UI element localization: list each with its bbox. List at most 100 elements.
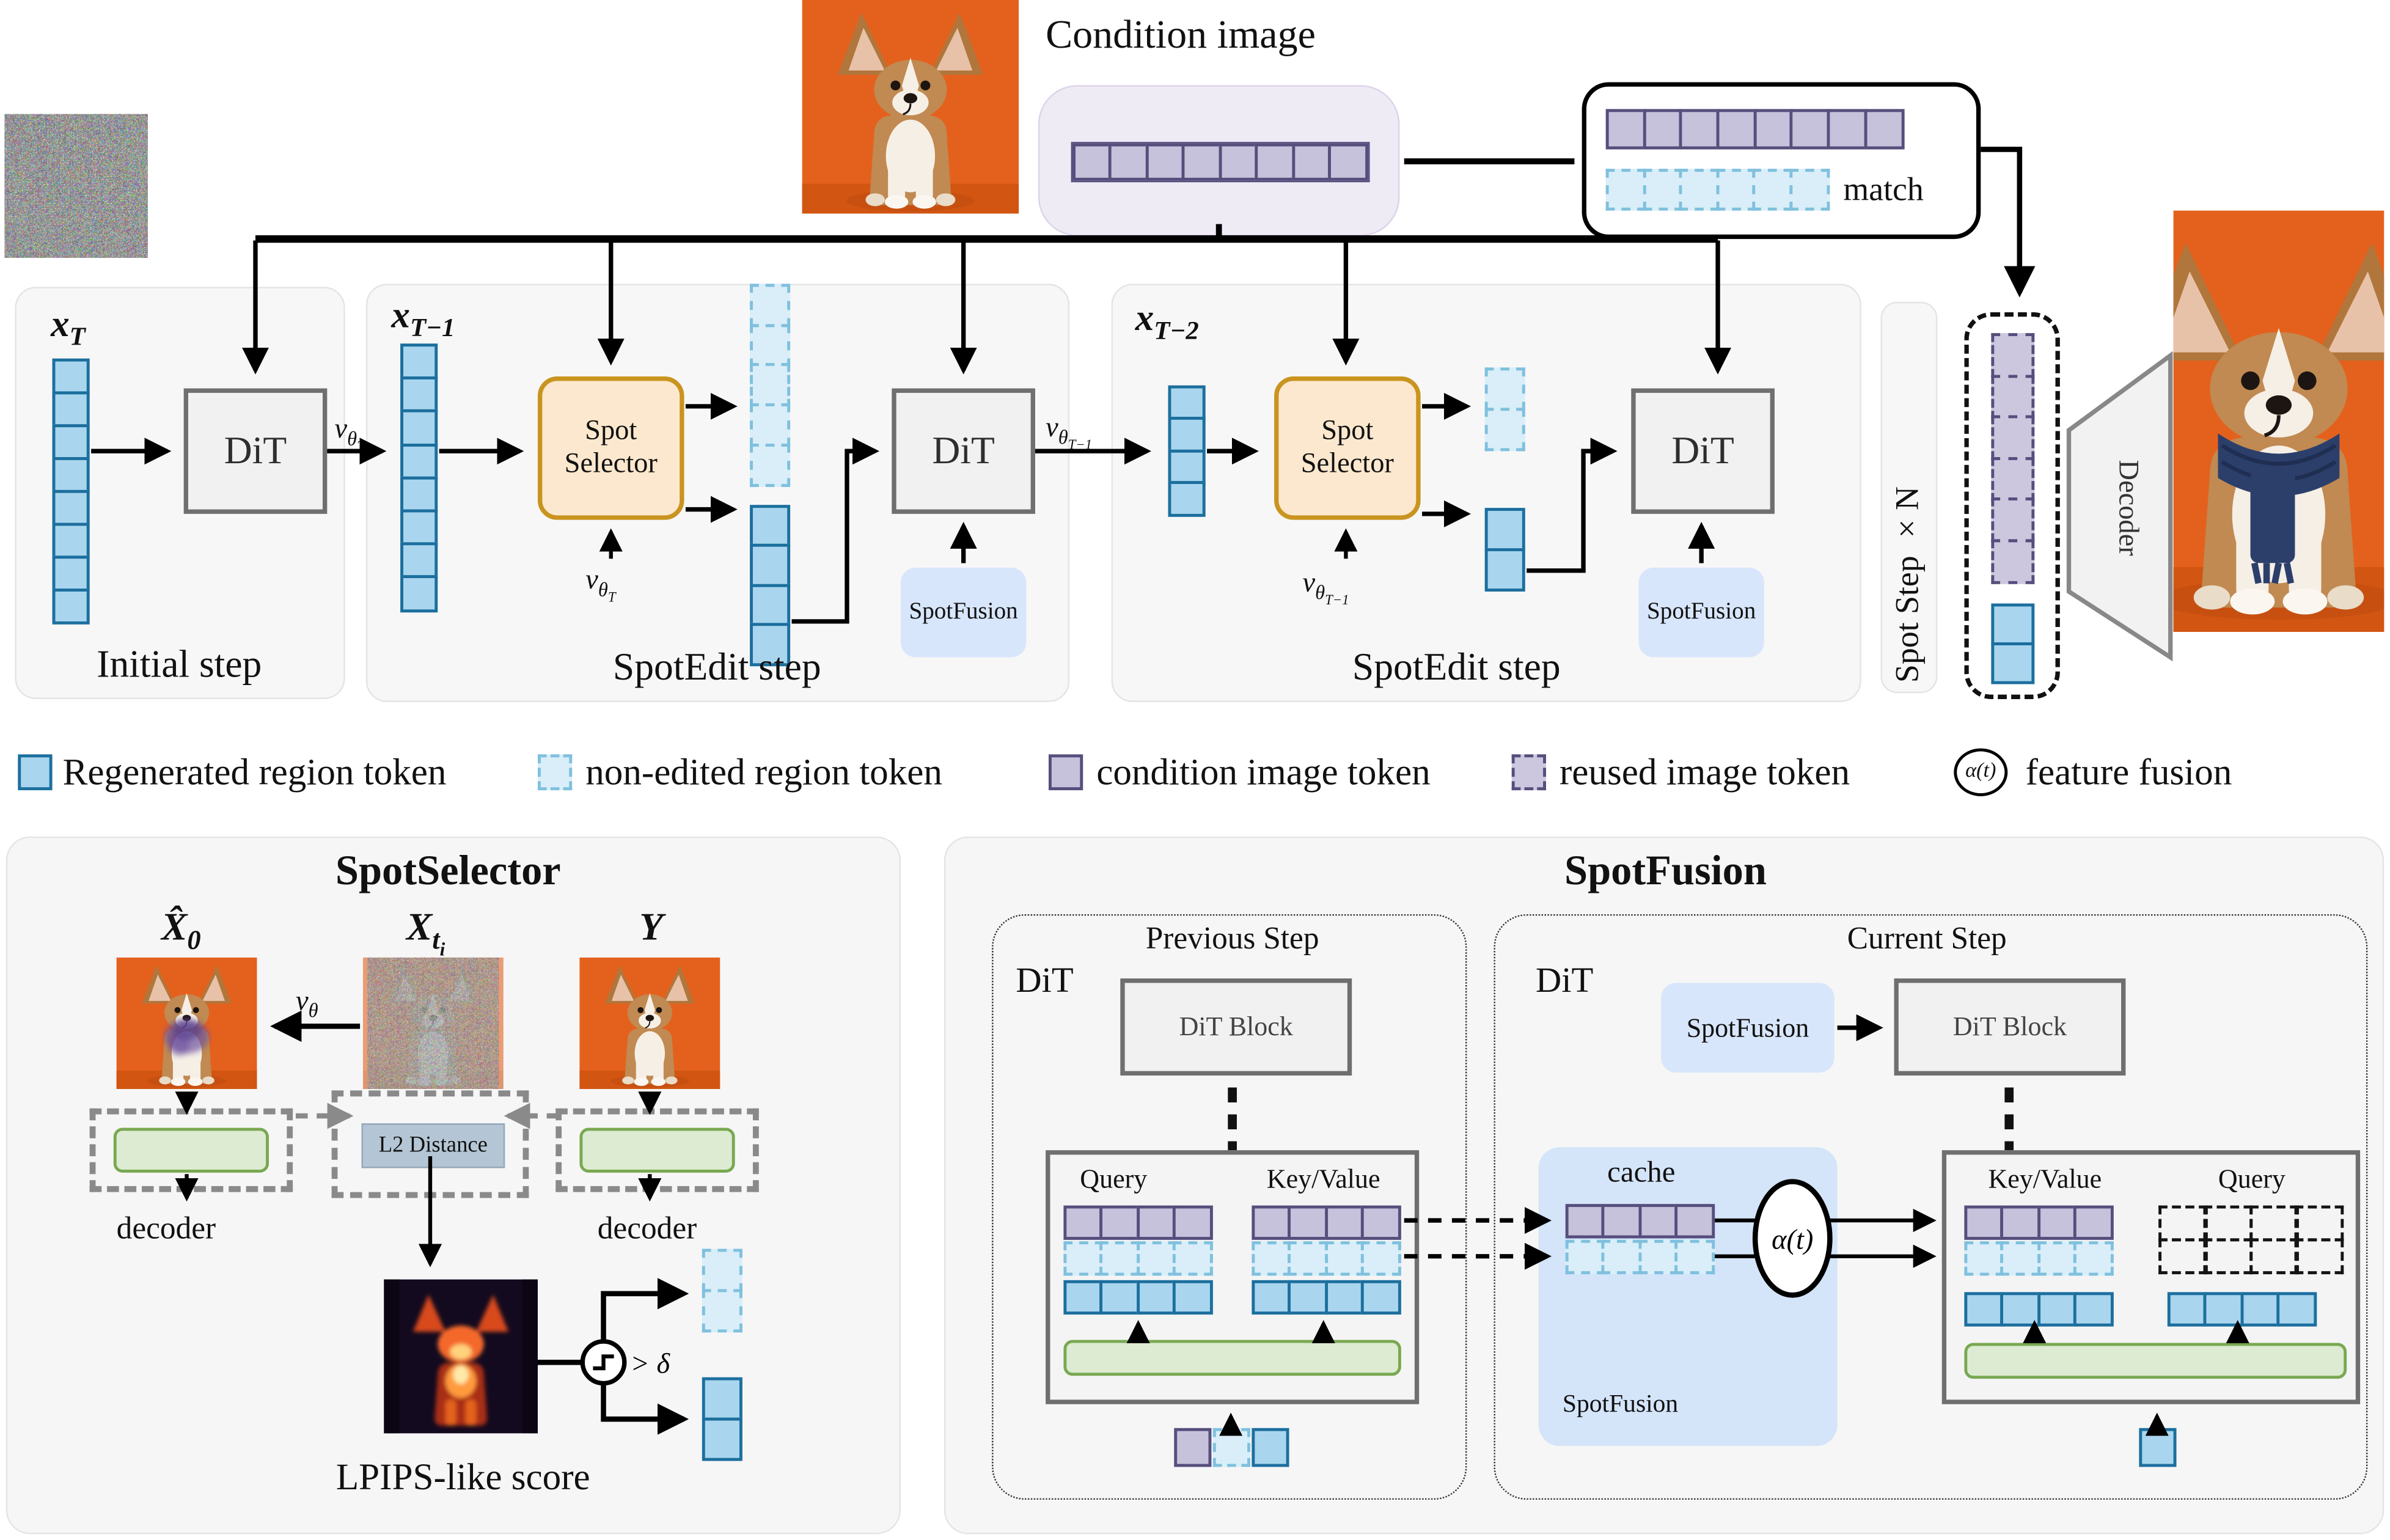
dit-box-step2: DiT [1631,388,1775,514]
sel1-nonedit-stack [750,284,791,487]
token [1168,417,1206,453]
token [1716,109,1758,150]
token [1136,1280,1177,1315]
token [2073,1205,2114,1240]
token [2158,1205,2208,1242]
spotedit-step1-caption: SpotEdit step [612,645,821,689]
token [1212,1428,1250,1467]
dit-box-step1: DiT [892,388,1035,514]
token [1991,539,2035,584]
token [1173,1205,1213,1240]
token [1168,449,1206,485]
token [1252,1280,1292,1315]
token [1291,143,1332,181]
token [1182,143,1223,181]
legend-reuse-swatch [1511,754,1546,791]
prev-query-regen-row [1063,1280,1213,1315]
token [1964,1205,2005,1240]
legend-nonedit-label: non-edited region token [585,752,942,793]
current-input-token [2139,1428,2177,1467]
previous-step-label: Previous Step [1145,920,1319,956]
token [1361,1205,1401,1240]
current-kv-nonedit-row [1964,1241,2114,1276]
token [400,376,438,414]
decoder-left-label: decoder [116,1209,216,1246]
v-theta-T1-bottom-label: vθT−1 [1302,567,1349,609]
alpha-t-icon: α(t) [1954,748,2008,796]
spot-selector-2-line2: Selector [1300,448,1394,480]
token [1288,1241,1329,1276]
spot-selector-1-line2: Selector [564,448,658,480]
spot-selector-1-line1: Spot [585,415,637,447]
previous-input-tokens [1174,1428,1289,1467]
match-label: match [1843,170,1924,208]
spot-step-n-label: Spot Step ×N [1888,486,1926,683]
x-T1-label: xT−1 [391,295,455,342]
token [1099,1280,1140,1315]
token [702,1417,742,1461]
token [1638,1239,1679,1275]
token [1361,1241,1401,1276]
token [1790,109,1831,150]
decoder-dashed-box-right [555,1108,759,1192]
prev-query-cond-row [1063,1205,1213,1240]
token [1484,407,1525,452]
token [750,284,791,328]
token [400,442,438,480]
token [52,358,90,395]
token [2276,1292,2317,1327]
token [1753,169,1794,211]
current-attention-box: Key/Value Query [1941,1150,2361,1404]
token [1255,143,1296,181]
prev-kv-cond-row [1252,1205,1401,1240]
current-spotfusion-badge: SpotFusion [1661,983,1835,1073]
previous-query-label: Query [1080,1164,1148,1194]
token [1827,109,1868,150]
cache-box: cache SpotFusion [1538,1147,1838,1447]
previous-kv-label: Key/Value [1266,1164,1380,1194]
score-nonedit-stack [702,1248,742,1333]
token [750,323,791,368]
prev-kv-nonedit-row [1252,1241,1401,1276]
current-kv-label: Key/Value [1988,1164,2102,1194]
token [52,391,90,428]
token [52,588,90,625]
token [400,476,438,513]
token [1099,1241,1140,1276]
prev-kv-regen-row [1252,1280,1401,1315]
spot-step-n-panel: Spot Step ×N [1880,301,1938,694]
token [1252,1241,1292,1276]
token [1753,109,1794,150]
token [1174,1428,1212,1467]
current-kv-regen-row [1964,1292,2114,1327]
legend-regen-swatch [18,754,53,791]
prev-query-nonedit-row [1063,1241,1213,1276]
token [2037,1205,2078,1240]
initial-noise-image [4,114,148,258]
token [1324,1280,1365,1315]
current-dit-label: DiT [1535,962,1594,1001]
token [1136,1205,1177,1240]
current-kv-cond-row [1964,1205,2114,1240]
token [1145,143,1186,181]
match-box: match [1582,82,1981,240]
token [702,1377,742,1421]
token [1361,1280,1401,1315]
decoder-trapezoid: Decoder [2066,351,2173,662]
token [1565,1204,1606,1239]
decoder-dashed-box-left [89,1108,293,1192]
token [1484,367,1525,411]
v-theta-T-out-label: vθT [334,414,365,455]
legend-fusion-label: feature fusion [2025,752,2232,793]
token [750,443,791,487]
token [52,555,90,592]
token [2249,1205,2299,1242]
previous-dit-label: DiT [1016,962,1074,1001]
token [1173,1241,1213,1276]
token [2073,1241,2114,1276]
current-step-box [1494,914,2368,1500]
token [2167,1292,2208,1327]
l2-dashed-box: L2 Distance [331,1090,529,1198]
x-T2-label: xT−2 [1135,298,1199,345]
token [1565,1239,1606,1275]
